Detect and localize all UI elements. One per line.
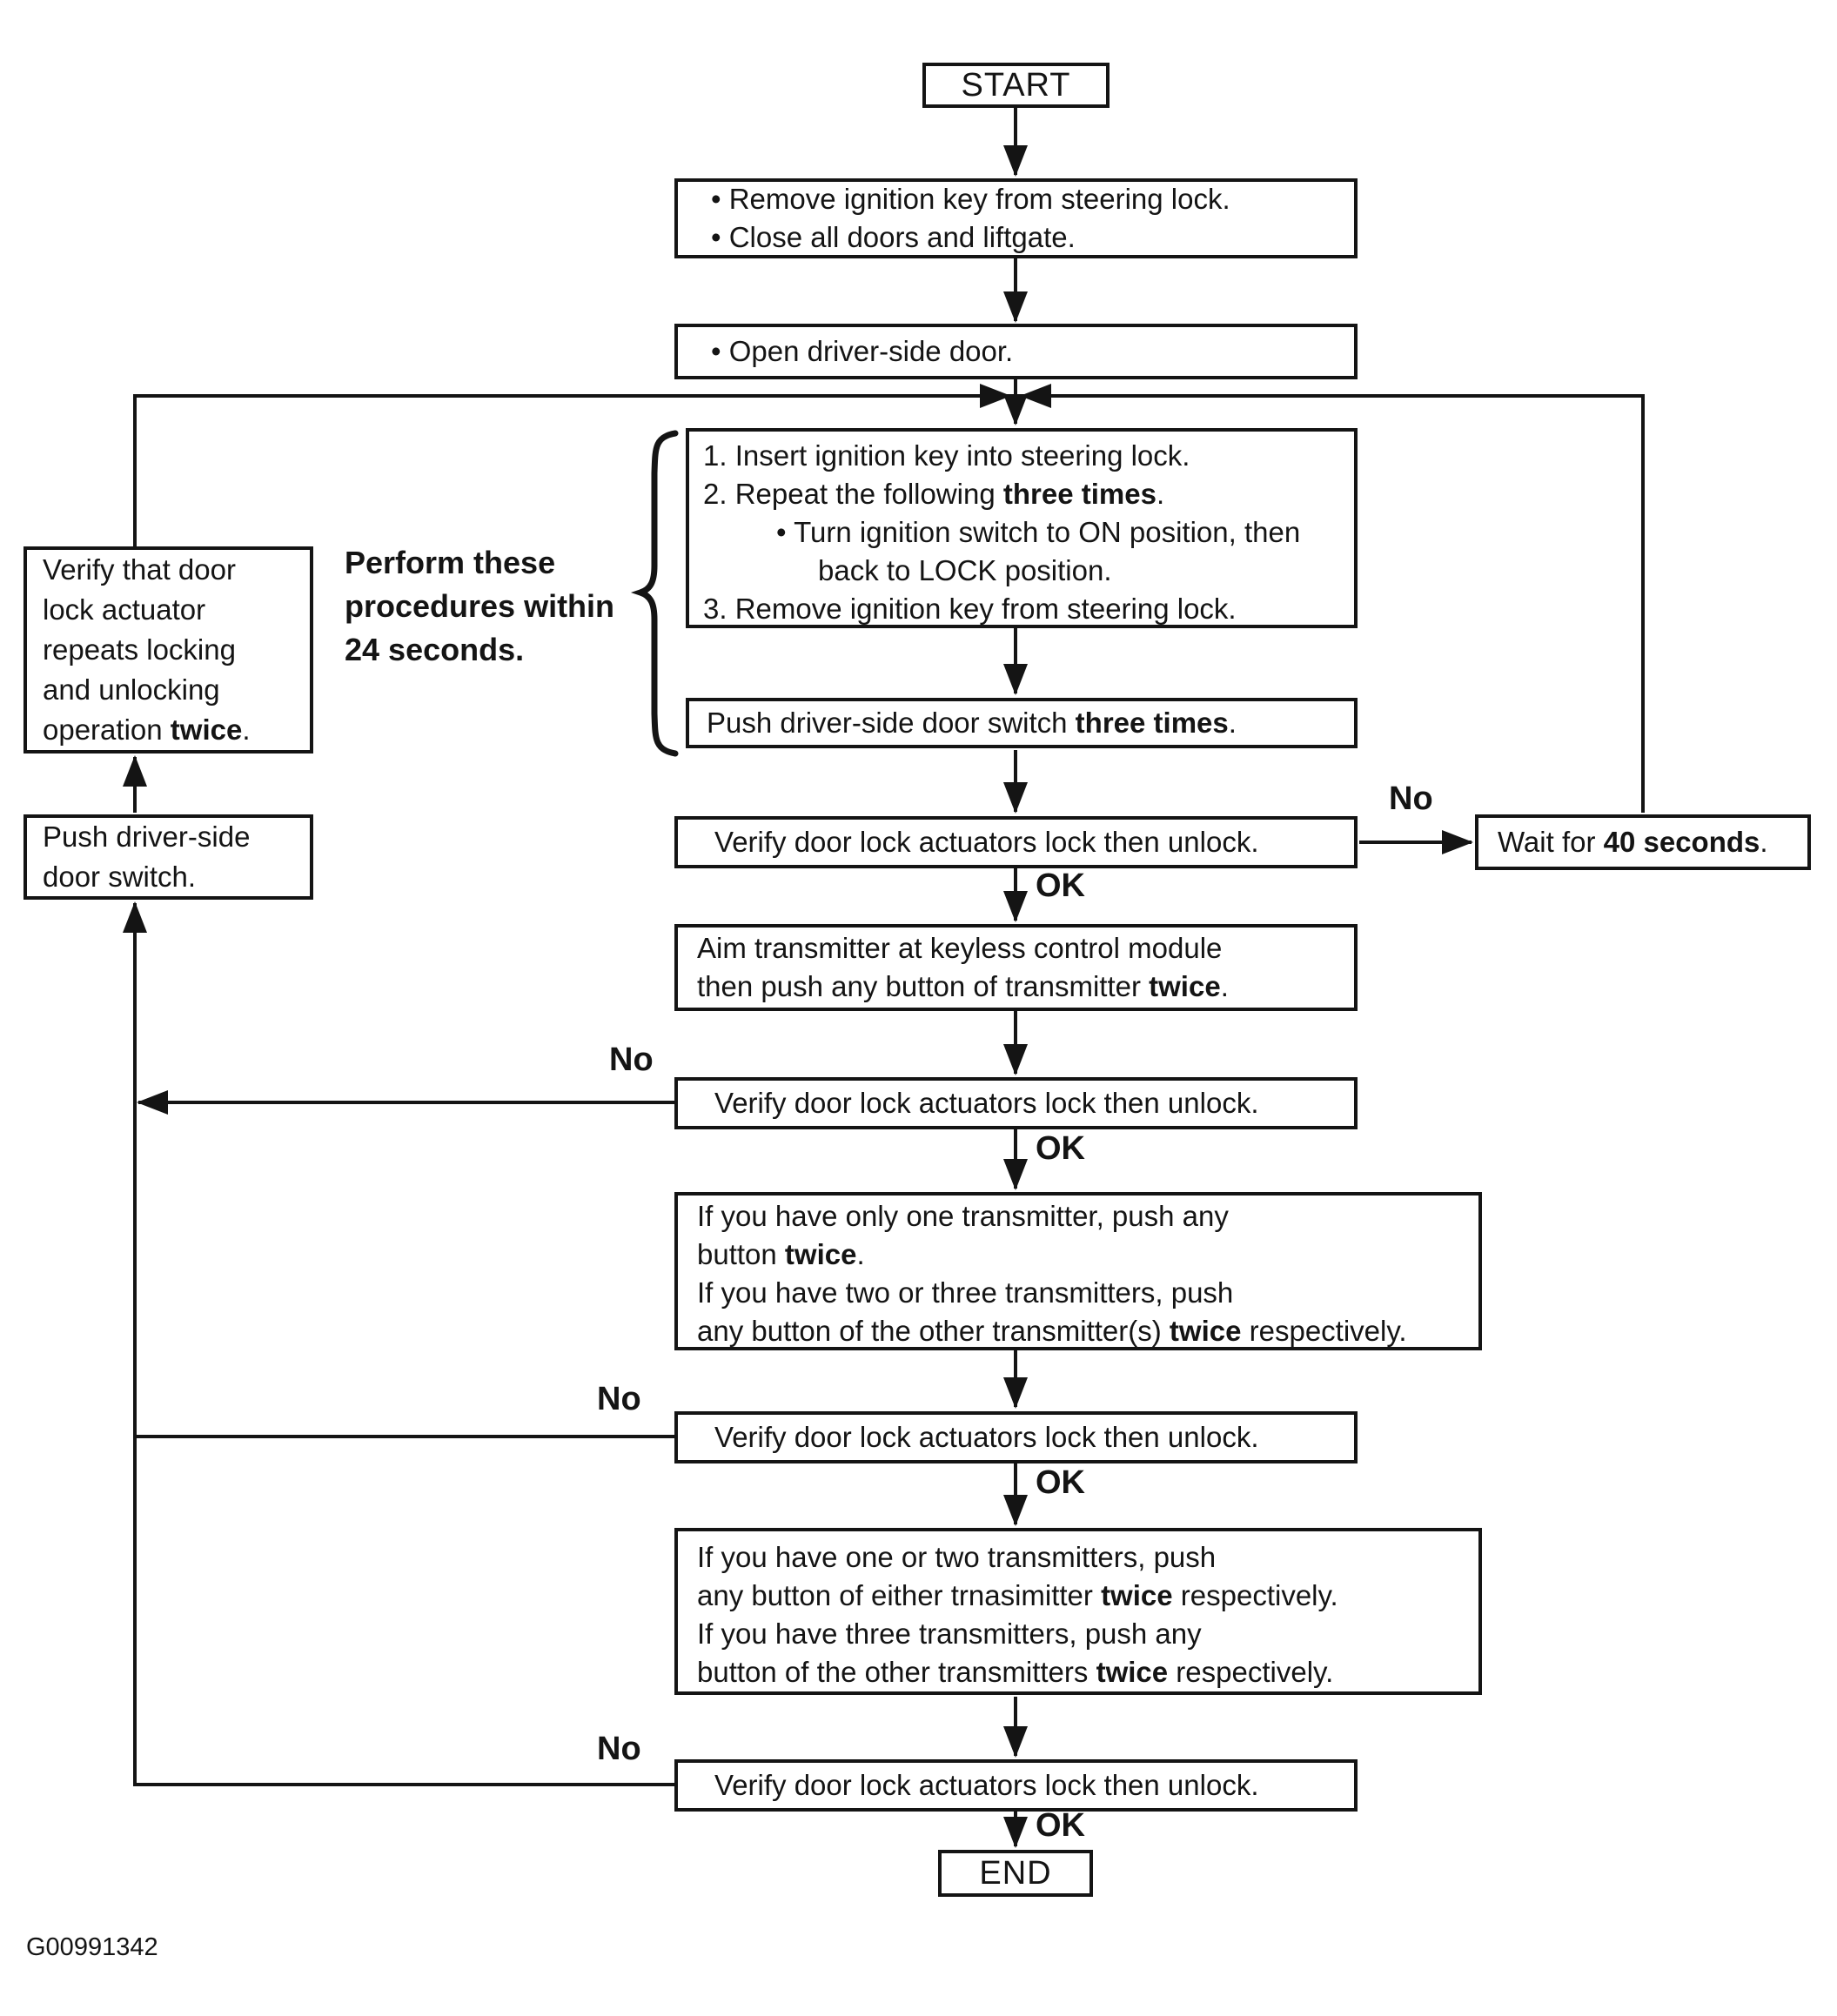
open-door-node: • Open driver-side door.	[674, 324, 1358, 379]
edge-label-ok-2: OK	[1036, 1130, 1085, 1167]
text-line: • Turn ignition switch to ON position, t…	[776, 516, 1301, 548]
push-door-switch-node: Push driver-side door switch.	[23, 814, 313, 900]
text-line: Push driver-side	[43, 820, 251, 853]
push-switch-three-times-node: Push driver-side door switch three times…	[686, 698, 1358, 748]
text-line: procedures within	[345, 588, 615, 624]
start-node: START	[922, 63, 1110, 108]
timing-note: Perform these procedures within 24 seconds…	[345, 541, 614, 672]
verify-actuator-node: Verify that door lock actuator repeats loc…	[23, 546, 313, 753]
text-line: • Close all doors and liftgate.	[711, 221, 1076, 253]
text-line: Verify door lock actuators lock then unl…	[714, 826, 1259, 858]
text-line: any button of either trnasimitter twice …	[697, 1579, 1338, 1611]
text-line: If you have one or two transmitters, pus…	[697, 1541, 1217, 1573]
two-three-transmitters-node: If you have one or two transmitters, pus…	[674, 1528, 1482, 1695]
text-line: Push driver-side door switch three times…	[707, 707, 1237, 739]
edge-label-no-2: No	[609, 1041, 654, 1078]
text-line: and unlocking	[43, 673, 220, 706]
text-line: operation twice.	[43, 713, 251, 746]
text-line: 1. Insert ignition key into steering loc…	[703, 439, 1190, 472]
text-line: If you have two or three transmitters, p…	[697, 1276, 1234, 1309]
edge-label-ok-1: OK	[1036, 867, 1085, 904]
text-line: door switch.	[43, 861, 197, 893]
edge-label-ok-3: OK	[1036, 1464, 1085, 1501]
key-cycle-node: 1. Insert ignition key into steering loc…	[686, 428, 1358, 628]
text-line: If you have three transmitters, push any	[697, 1617, 1202, 1650]
edge-label-no-3: No	[597, 1381, 641, 1417]
edge-label-ok-4: OK	[1036, 1807, 1085, 1844]
verify-lock-node-4: Verify door lock actuators lock then unl…	[674, 1759, 1358, 1812]
text-line: • Open driver-side door.	[711, 335, 1014, 367]
text-line: Verify door lock actuators lock then unl…	[714, 1769, 1259, 1801]
text-line: button twice.	[697, 1238, 865, 1270]
verify-lock-node-3: Verify door lock actuators lock then unl…	[674, 1411, 1358, 1463]
procedure-brace	[630, 430, 679, 757]
text-line: back to LOCK position.	[818, 554, 1112, 586]
text-line: any button of the other transmitter(s) t…	[697, 1315, 1407, 1347]
text-line: Verify door lock actuators lock then unl…	[714, 1421, 1259, 1453]
end-node: END	[938, 1850, 1093, 1897]
text-line: Aim transmitter at keyless control modul…	[697, 932, 1223, 964]
text-line: button of the other transmitters twice r…	[697, 1656, 1334, 1688]
text-line: lock actuator	[43, 593, 206, 626]
text-line: Verify door lock actuators lock then unl…	[714, 1087, 1259, 1119]
text-line: • Remove ignition key from steering lock…	[711, 183, 1230, 215]
verify-lock-node-2: Verify door lock actuators lock then unl…	[674, 1077, 1358, 1129]
text-line: 3. Remove ignition key from steering loc…	[703, 593, 1237, 625]
text-line: Verify that door	[43, 553, 236, 586]
edge-label-no-1: No	[1389, 780, 1433, 817]
text-line: 24 seconds.	[345, 632, 525, 667]
wait-40-seconds-node: Wait for 40 seconds.	[1475, 814, 1811, 870]
text-line: Perform these	[345, 545, 556, 580]
aim-transmitter-node: Aim transmitter at keyless control modul…	[674, 924, 1358, 1011]
text-line: repeats locking	[43, 633, 236, 666]
figure-id: G00991342	[26, 1933, 158, 1961]
prepare-node: • Remove ignition key from steering lock…	[674, 178, 1358, 258]
text-line: Wait for 40 seconds.	[1498, 826, 1768, 858]
text-line: If you have only one transmitter, push a…	[697, 1200, 1229, 1232]
text-line: then push any button of transmitter twic…	[697, 970, 1229, 1002]
text-line: 2. Repeat the following three times.	[703, 478, 1165, 510]
one-transmitter-node: If you have only one transmitter, push a…	[674, 1192, 1482, 1350]
edge-label-no-4: No	[597, 1731, 641, 1767]
verify-lock-node-1: Verify door lock actuators lock then unl…	[674, 816, 1358, 868]
